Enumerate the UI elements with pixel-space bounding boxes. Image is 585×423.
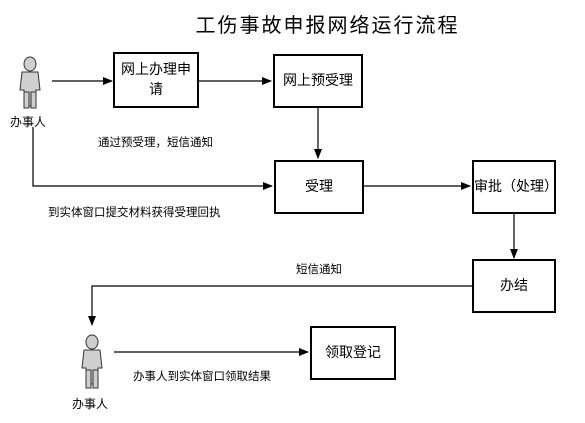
label-sms-prereview: 通过预受理，短信通知 [98, 135, 213, 149]
box-conclude: 办结 [472, 259, 556, 313]
box-online-prereview: 网上预受理 [273, 54, 363, 108]
arrow-conclude-to-actor [88, 285, 472, 326]
actor-label-top: 办事人 [10, 115, 47, 129]
person-icon-bottom [81, 334, 103, 389]
box-accept: 受理 [274, 160, 364, 214]
box-collect-register: 领取登记 [310, 326, 396, 380]
page-title: 工伤事故申报网络运行流程 [195, 13, 460, 37]
actor-label-bottom: 办事人 [72, 397, 109, 411]
box-approve: 审批（处理） [472, 160, 558, 214]
person-icon-top [19, 56, 41, 109]
label-collect-result: 办事人到实体窗口领取结果 [133, 369, 271, 383]
label-window-submit: 到实体窗口提交材料获得受理回执 [48, 205, 221, 219]
arrow-actor-to-accept [32, 127, 273, 190]
box-online-apply: 网上办理申请 [113, 52, 199, 108]
label-sms-notify: 短信通知 [296, 262, 342, 276]
